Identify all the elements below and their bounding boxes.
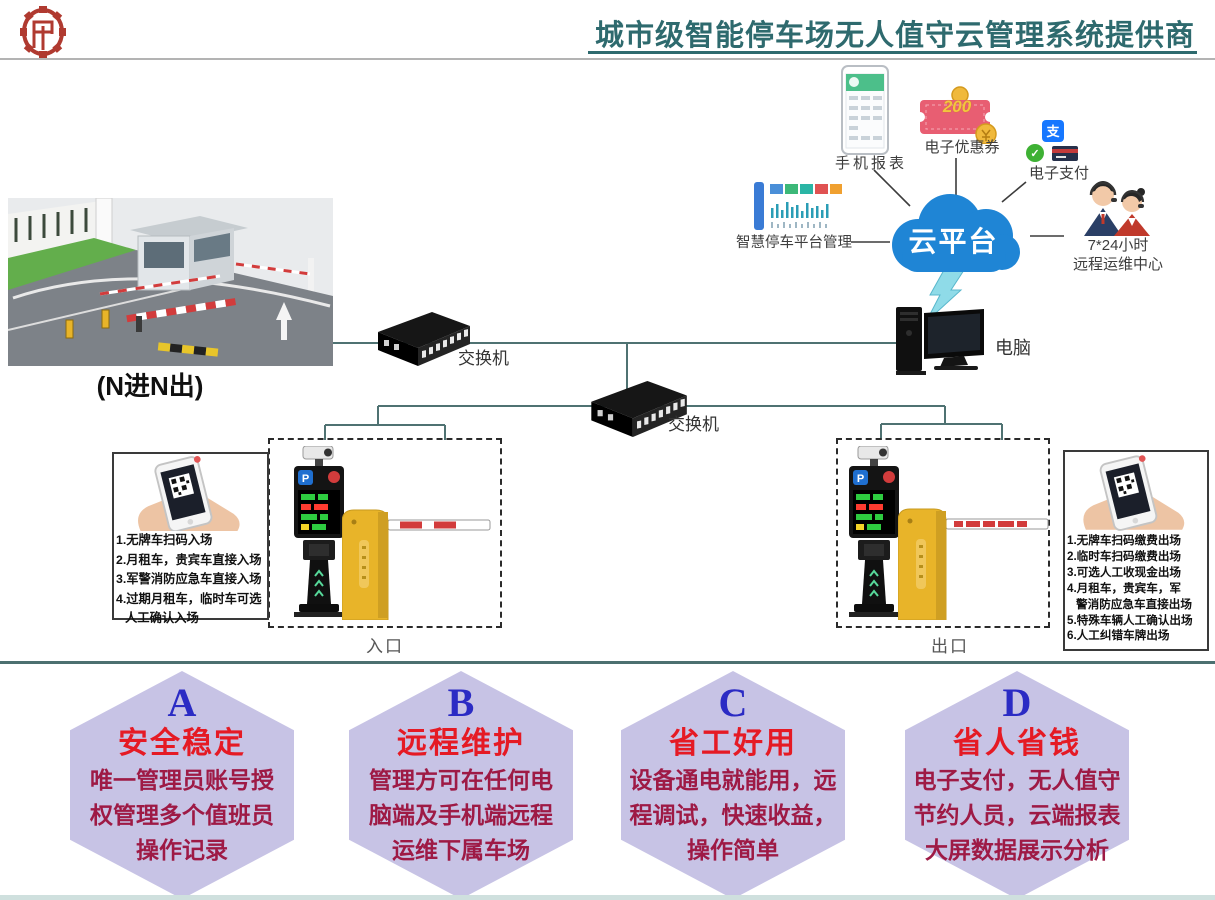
feature-text-line: 运维下属车场: [392, 837, 530, 863]
feature-text-line: 大屏数据展示分析: [925, 837, 1109, 863]
feature-letter: A: [167, 680, 197, 725]
platform-dashboard-icon: [754, 182, 842, 230]
entrance-rules-list: 1.无牌车扫码入场 2.月租车，贵宾车直接入场 3.军警消防应急车直接入场 4.…: [116, 531, 264, 629]
photo-caption: (N进N出): [96, 371, 204, 401]
feature-text-line: 管理方可在任何电: [369, 767, 553, 793]
list-item: 3.军警消防应急车直接入场: [116, 572, 262, 587]
feature-text-line: 权管理多个值班员: [90, 802, 274, 828]
feature-b: B 远程维护 管理方可在任何电 脑端及手机端远程 运维下属车场: [349, 671, 573, 899]
parking-lot-photo: [8, 198, 333, 366]
epay-label: 电子支付: [1028, 165, 1089, 182]
feature-d: D 省人省钱 电子支付，无人值守 节约人员，云端报表 大屏数据展示分析: [905, 671, 1129, 899]
list-item: 3.可选人工收现金出场: [1067, 565, 1182, 579]
epay-icons: 支 ✓: [1026, 120, 1078, 162]
feature-title: 省人省钱: [953, 727, 1081, 760]
switch1-label: 交换机: [458, 349, 509, 368]
list-item: 4.过期月租车，临时车可选: [116, 591, 262, 606]
list-item: 警消防应急车直接出场: [1076, 597, 1192, 611]
support-label-line1: 7*24小时: [1087, 237, 1149, 254]
support-label-line2: 远程运维中心: [1072, 256, 1163, 273]
list-item: 4.月租车，贵宾车，军: [1067, 581, 1182, 595]
list-item: 1.无牌车扫码缴费出场: [1067, 534, 1182, 547]
coupon-label: 电子优惠券: [924, 139, 1000, 156]
barrier-gate: [898, 508, 1049, 620]
coupon-value: 200: [942, 97, 972, 116]
feature-letter: C: [718, 680, 748, 725]
header-divider: [0, 58, 1215, 60]
feature-text-line: 设备通电就能用，远: [629, 767, 837, 793]
parking-p-badge: P: [857, 473, 864, 485]
exit-zone-box: [836, 438, 1050, 628]
feature-title: 安全稳定: [118, 727, 246, 760]
cloud-platform-label: 云平台: [908, 226, 999, 257]
feature-text-line: 程调试，快速收益，: [629, 802, 837, 828]
list-item: 1.无牌车扫码入场: [116, 533, 213, 547]
feature-letter: B: [447, 680, 475, 725]
cloud-platform-icon: [892, 194, 1020, 272]
title-underline: [588, 51, 1197, 54]
coupon-icon: [916, 86, 997, 144]
feature-text-line: 操作记录: [136, 837, 228, 863]
entrance-zone-box: [268, 438, 502, 628]
company-gear-logo-icon: [20, 6, 66, 58]
lpr-camera-pillar: P: [849, 446, 899, 617]
network-switch-icon: [591, 380, 687, 438]
feature-c: C 省工好用 设备通电就能用，远 程调试，快速收益， 操作简单: [621, 671, 845, 899]
list-item: 5.特殊车辆人工确认出场: [1067, 613, 1193, 627]
wechat-pay-icon: ✓: [1030, 148, 1039, 160]
feature-title: 省工好用: [669, 727, 797, 760]
list-item: 人工确认入场: [125, 611, 199, 626]
feature-text-line: 节约人员，云端报表: [913, 802, 1121, 828]
scan-phone-icon: [1083, 455, 1185, 531]
switch2-label: 交换机: [668, 415, 719, 434]
list-item: 2.临时车扫码缴费出场: [1067, 549, 1182, 563]
entrance-label: 入口: [366, 637, 404, 656]
barrier-gate: [342, 509, 491, 620]
alipay-icon: 支: [1045, 124, 1060, 139]
bottom-edge-strip: [0, 895, 1215, 900]
feature-text-line: 唯一管理员账号授: [90, 767, 274, 793]
feature-text-line: 操作简单: [687, 837, 779, 863]
computer-icon: [896, 307, 984, 375]
lpr-camera-pillar: P: [294, 446, 344, 617]
list-item: 2.月租车，贵宾车直接入场: [116, 552, 262, 567]
platform-label: 智慧停车平台管理: [736, 235, 852, 251]
feature-text-line: 电子支付，无人值守: [913, 767, 1121, 793]
parking-p-badge: P: [302, 473, 309, 485]
scan-phone-icon: [138, 456, 240, 531]
list-item: 6.人工纠错车牌出场: [1067, 629, 1170, 643]
mobile-report-label: 手机报表: [834, 155, 907, 172]
feature-title: 远程维护: [397, 727, 525, 760]
exit-rules-list: 1.无牌车扫码缴费出场 2.临时车扫码缴费出场 3.可选人工收现金出场 4.月租…: [1067, 533, 1203, 644]
support-agents-icon: [1084, 181, 1150, 236]
section-divider: [0, 661, 1215, 664]
feature-a: A 安全稳定 唯一管理员账号授 权管理多个值班员 操作记录: [70, 671, 294, 899]
network-switch-icon: [378, 312, 470, 366]
exit-label: 出口: [931, 637, 969, 656]
feature-text-line: 脑端及手机端远程: [369, 802, 553, 828]
page-title: 城市级智能停车场无人值守云管理系统提供商: [594, 20, 1195, 52]
feature-letter: D: [1002, 680, 1032, 725]
computer-label: 电脑: [995, 338, 1031, 358]
mobile-report-icon: [841, 65, 889, 155]
